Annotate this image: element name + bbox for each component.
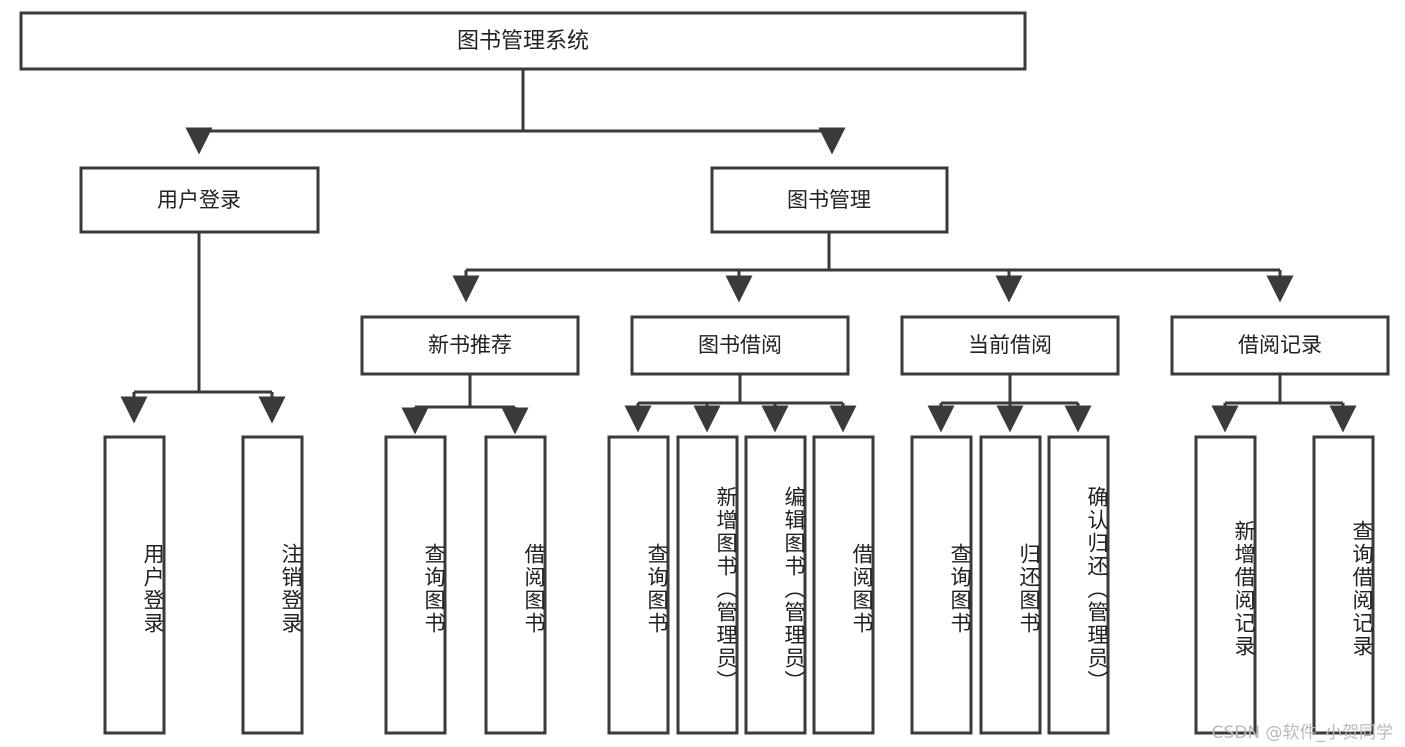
node-borrow-record-label: 借阅记录 bbox=[1238, 333, 1322, 357]
leaf-return-book-box[interactable] bbox=[979, 435, 1042, 735]
connector-new-book-recommend-to-leaves bbox=[401, 374, 529, 435]
node-book-manage-label: 图书管理 bbox=[787, 188, 871, 212]
connector-current-borrow-to-leaves bbox=[927, 374, 1092, 433]
leaf-user-logout-box[interactable] bbox=[241, 435, 304, 735]
node-new-book-recommend-box bbox=[360, 315, 580, 376]
leaf-query-book-1-box[interactable] bbox=[384, 435, 447, 735]
node-book-manage[interactable]: 图书管理 bbox=[710, 166, 949, 234]
node-current-borrow-label: 当前借阅 bbox=[968, 333, 1052, 357]
node-current-borrow[interactable]: 当前借阅 bbox=[900, 315, 1120, 376]
leaf-boxes bbox=[103, 435, 1375, 735]
node-root-label: 图书管理系统 bbox=[457, 29, 589, 54]
leaf-query-book-3-box[interactable] bbox=[910, 435, 973, 735]
csdn-watermark: CSDN @软件_小贺同学 bbox=[1211, 723, 1393, 743]
connector-borrow-record-to-leaves bbox=[1211, 374, 1357, 433]
leaf-confirm-return-box[interactable] bbox=[1047, 435, 1110, 735]
leaf-edit-book-box[interactable] bbox=[744, 435, 807, 735]
node-book-borrow-box bbox=[630, 315, 850, 376]
node-book-manage-box bbox=[710, 166, 949, 234]
node-new-book-recommend-label: 新书推荐 bbox=[428, 333, 512, 357]
node-current-borrow-box bbox=[900, 315, 1120, 376]
connector-book-manage-to-level2 bbox=[452, 232, 1294, 303]
node-user-login[interactable]: 用户登录 bbox=[79, 166, 320, 234]
leaf-add-record-box[interactable] bbox=[1194, 435, 1257, 735]
node-borrow-record-box bbox=[1170, 315, 1390, 376]
node-borrow-record[interactable]: 借阅记录 bbox=[1170, 315, 1390, 376]
connector-root-to-level1 bbox=[185, 69, 846, 155]
connector-user-login-to-leaves bbox=[120, 232, 286, 424]
node-root[interactable]: 图书管理系统 bbox=[19, 11, 1027, 71]
leaf-add-book-box[interactable] bbox=[676, 435, 739, 735]
leaf-query-book-2-box[interactable] bbox=[607, 435, 670, 735]
node-book-borrow[interactable]: 图书借阅 bbox=[630, 315, 850, 376]
leaf-borrow-book-1-box[interactable] bbox=[484, 435, 547, 735]
node-root-box bbox=[19, 11, 1027, 71]
node-book-borrow-label: 图书借阅 bbox=[698, 333, 782, 357]
node-new-book-recommend[interactable]: 新书推荐 bbox=[360, 315, 580, 376]
leaf-user-login-box[interactable] bbox=[103, 435, 166, 735]
leaf-query-record-box[interactable] bbox=[1312, 435, 1375, 735]
leaf-borrow-book-2-box[interactable] bbox=[812, 435, 875, 735]
node-user-login-label: 用户登录 bbox=[157, 188, 241, 212]
connector-book-borrow-to-leaves bbox=[624, 374, 857, 433]
